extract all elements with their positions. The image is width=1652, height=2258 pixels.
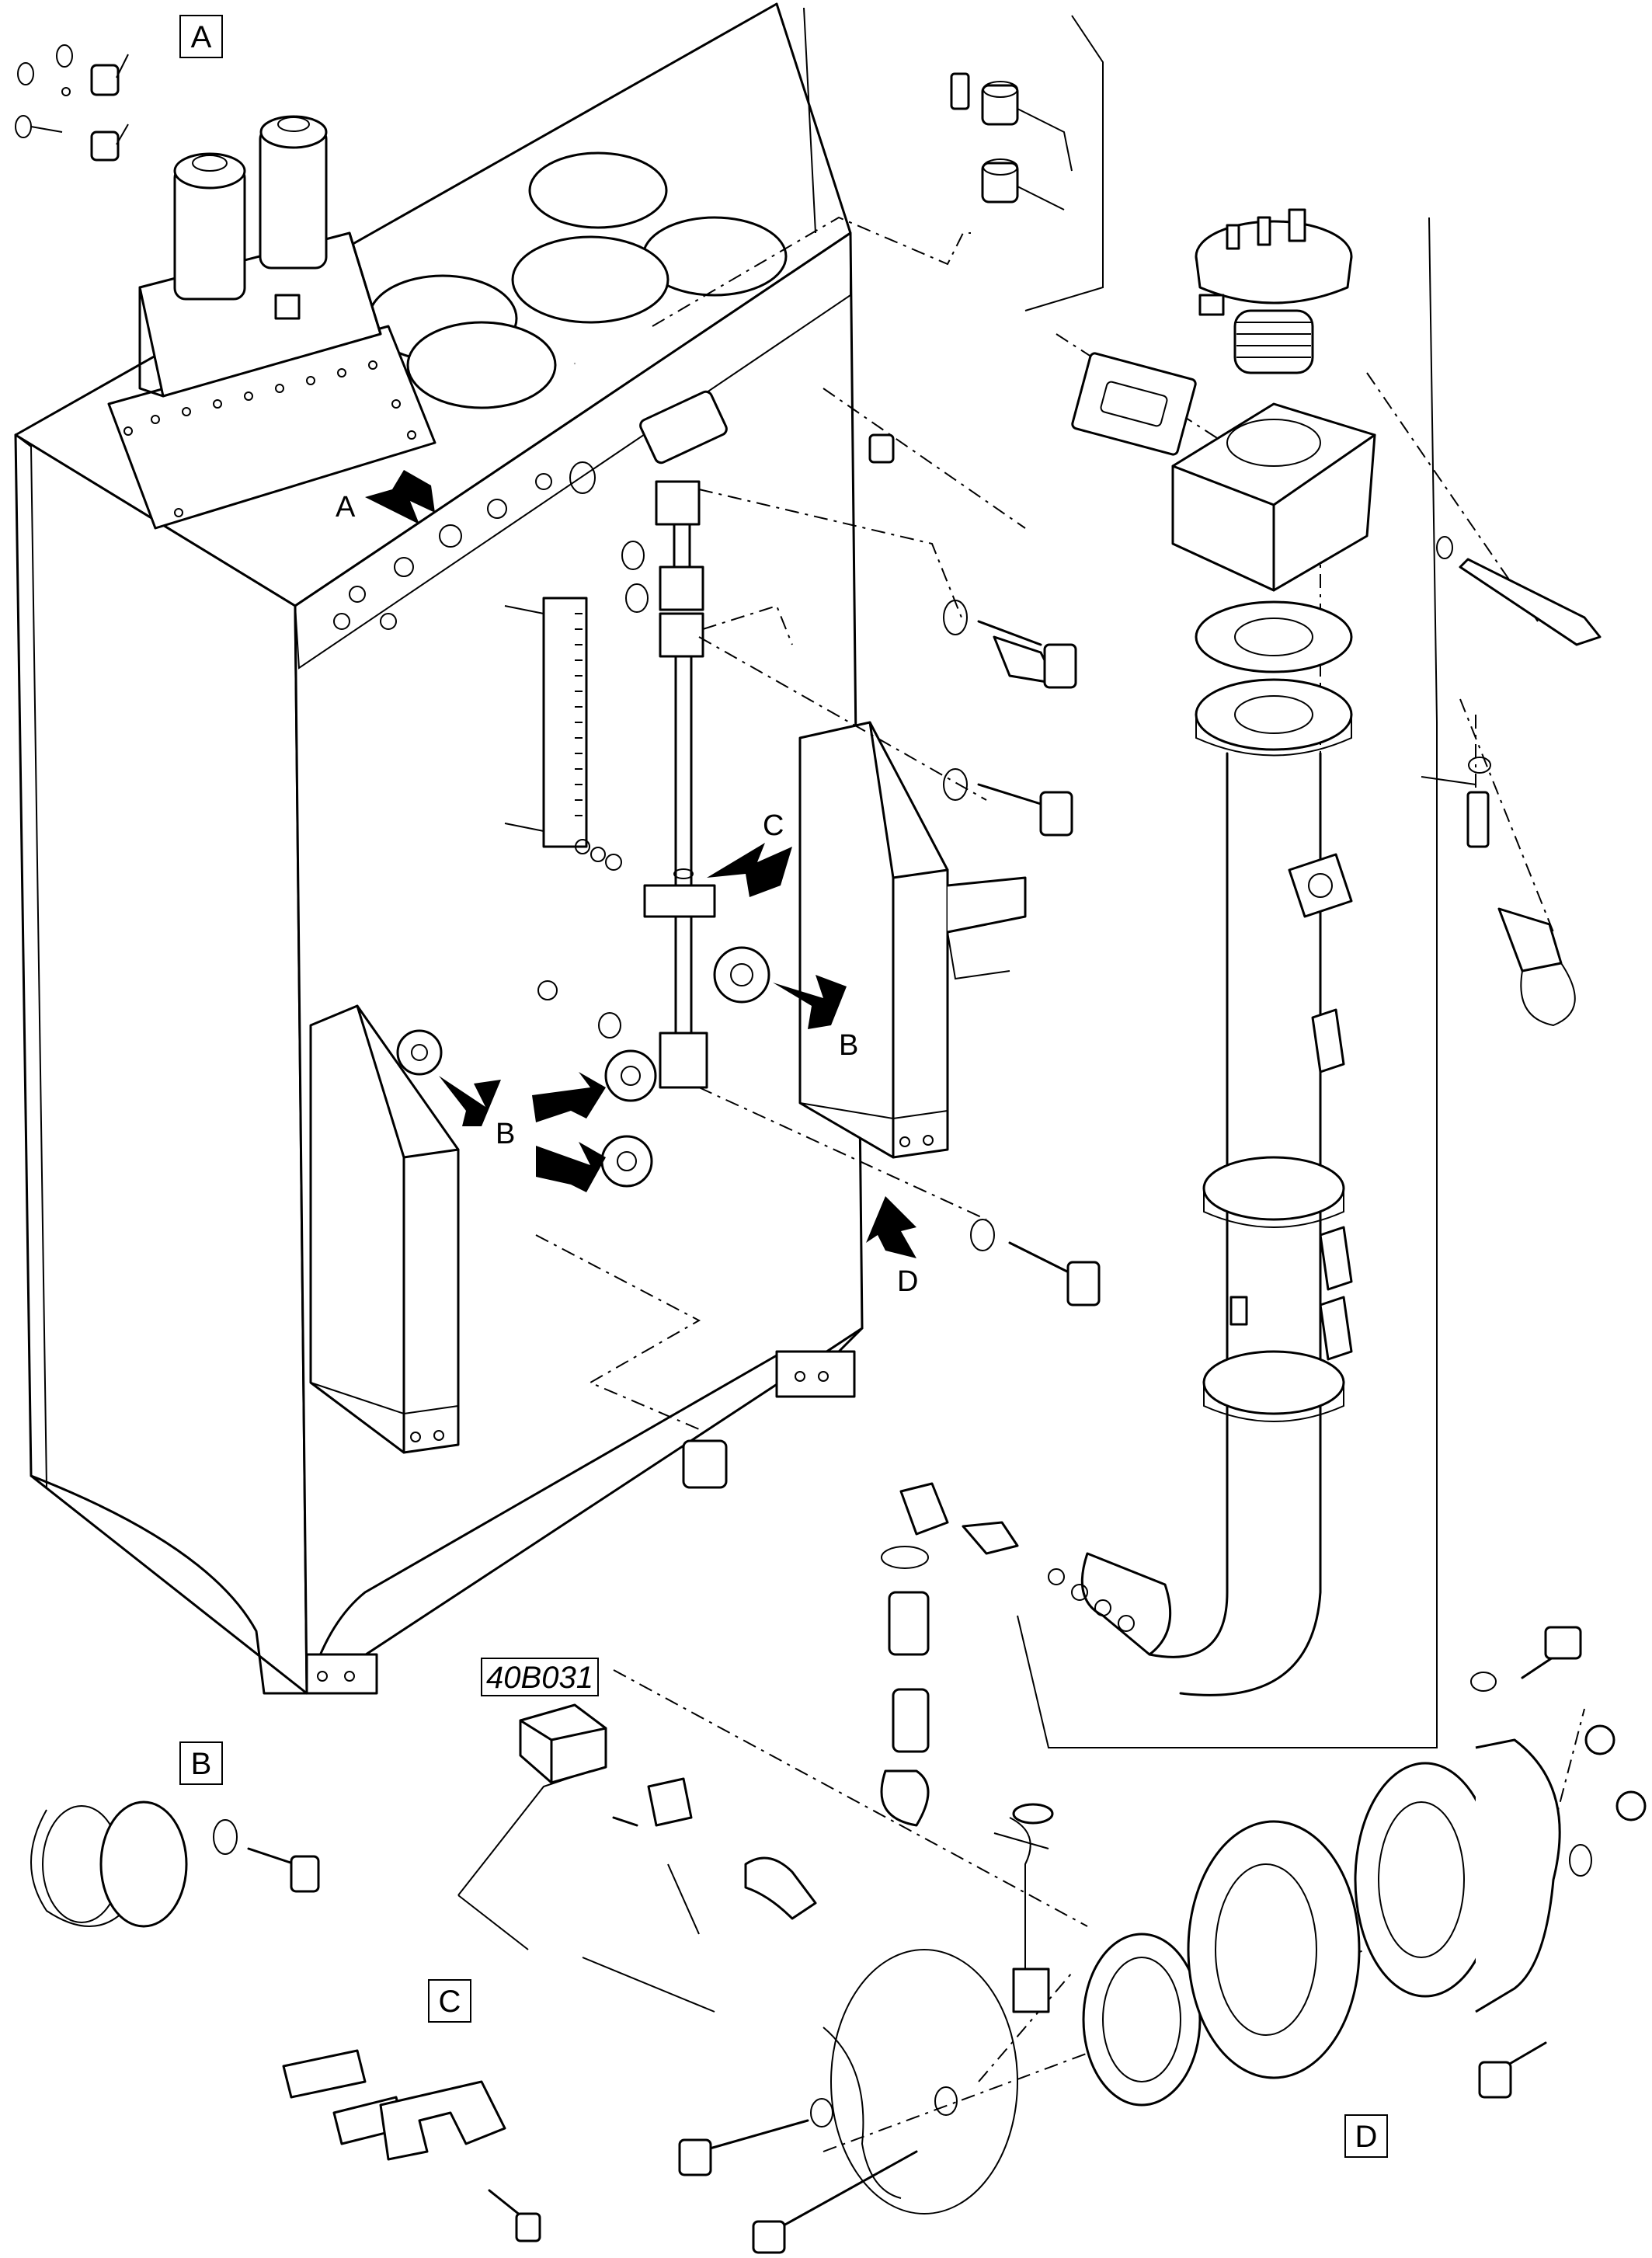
- top-unit: [107, 115, 436, 530]
- arrow-a-label: A: [336, 491, 356, 524]
- arrow-b-label-left: B: [496, 1118, 515, 1150]
- detail-box-a-label: A: [191, 20, 212, 54]
- detail-d-parts: [678, 1626, 1647, 2254]
- detail-box-d-label: D: [1355, 2120, 1378, 2154]
- arrow-d: D: [866, 1196, 918, 1298]
- arrow-d-label: D: [897, 1265, 918, 1298]
- pedestal-left: [309, 1004, 460, 1454]
- fittings-column: [880, 1482, 1019, 1827]
- vertical-pipe-assembly: [537, 461, 716, 1089]
- detail-box-c-label: C: [439, 1985, 461, 2019]
- arrows-b: B B: [439, 975, 858, 1192]
- valve-assembly: [1017, 208, 1602, 1748]
- arrow-a: A: [336, 470, 435, 524]
- detail-box-b: B: [179, 1741, 223, 1785]
- bolts-cabinet-right: [682, 433, 1101, 1489]
- detail-a-plugs: [15, 44, 129, 162]
- sight-gauge: [504, 597, 622, 871]
- top-sensors: [950, 15, 1104, 311]
- arrow-c-label: C: [763, 809, 784, 842]
- part-code-label: 40B031: [486, 1661, 593, 1695]
- detail-box-b-label: B: [191, 1747, 212, 1781]
- arrow-c: C: [707, 809, 792, 897]
- part-code-callout: 40B031: [457, 1658, 817, 2013]
- detail-b-parts: [30, 1800, 320, 1928]
- detail-box-c: C: [428, 1979, 471, 2023]
- arrow-b-label-right: B: [839, 1029, 858, 1062]
- detail-box-a: A: [179, 15, 223, 58]
- pedestal-right: [798, 721, 1027, 1159]
- gaskets-b: [396, 946, 770, 1188]
- detail-box-d: D: [1344, 2114, 1388, 2158]
- detail-c-parts: [282, 2049, 541, 2242]
